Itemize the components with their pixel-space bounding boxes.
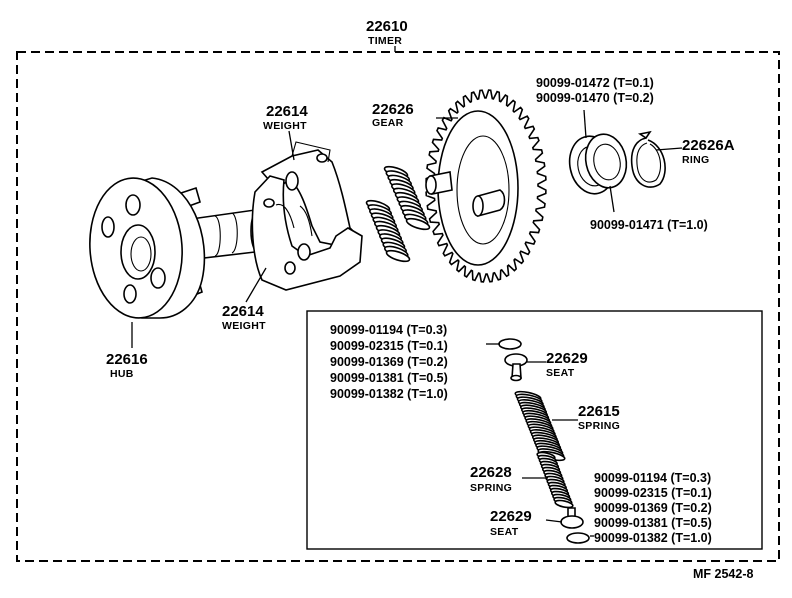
gear-number: 22626 bbox=[372, 101, 414, 118]
shim-single: 90099-01471 (T=1.0) bbox=[590, 218, 708, 232]
weight-top-label: WEIGHT bbox=[263, 120, 307, 132]
gear-label: GEAR bbox=[372, 117, 404, 129]
seat-bottom-part bbox=[560, 507, 584, 529]
weight-part bbox=[251, 141, 363, 291]
hub-label: HUB bbox=[110, 368, 134, 380]
shim-gear-2: 90099-01470 (T=0.2) bbox=[536, 91, 654, 105]
assembly-boundary bbox=[16, 51, 780, 562]
spring-inner-number: 22628 bbox=[470, 464, 512, 481]
shim-left-1: 90099-01194 (T=0.3) bbox=[330, 323, 447, 337]
spring-inner-part bbox=[536, 451, 574, 509]
top-shim-stack bbox=[498, 338, 522, 350]
figure-code: MF 2542-8 bbox=[693, 567, 753, 581]
shim-right-2: 90099-02315 (T=0.1) bbox=[594, 486, 712, 500]
seat-top-label: SEAT bbox=[546, 367, 575, 379]
bottom-shim-stack bbox=[566, 532, 590, 544]
shim-left-3: 90099-01369 (T=0.2) bbox=[330, 355, 448, 369]
shim-left-2: 90099-02315 (T=0.1) bbox=[330, 339, 448, 353]
spring-inner-label: SPRING bbox=[470, 482, 512, 494]
gear-shims bbox=[568, 133, 628, 195]
shim-right-4: 90099-01381 (T=0.5) bbox=[594, 516, 712, 530]
ring-number: 22626A bbox=[682, 137, 735, 154]
hub-number: 22616 bbox=[106, 351, 148, 368]
weight-top-number: 22614 bbox=[266, 103, 308, 120]
shim-right-5: 90099-01382 (T=1.0) bbox=[594, 531, 712, 545]
shim-gear-1: 90099-01472 (T=0.1) bbox=[536, 76, 654, 90]
shim-right-3: 90099-01369 (T=0.2) bbox=[594, 501, 712, 515]
gear-part bbox=[425, 89, 547, 283]
timer-springs bbox=[365, 165, 431, 263]
shim-left-5: 90099-01382 (T=1.0) bbox=[330, 387, 448, 401]
weight-bottom-number: 22614 bbox=[222, 303, 264, 320]
ring-label: RING bbox=[682, 154, 709, 166]
weight-bottom-label: WEIGHT bbox=[222, 320, 266, 332]
spring-outer-label: SPRING bbox=[578, 420, 620, 432]
seat-top-number: 22629 bbox=[546, 350, 588, 367]
seat-bottom-label: SEAT bbox=[490, 526, 519, 538]
hub-part bbox=[89, 177, 266, 319]
assembly-label: TIMER bbox=[368, 35, 402, 47]
valve-group-box bbox=[306, 310, 763, 550]
shim-right-1: 90099-01194 (T=0.3) bbox=[594, 471, 711, 485]
spring-outer-part bbox=[514, 390, 566, 462]
seat-bottom-number: 22629 bbox=[490, 508, 532, 525]
spring-outer-number: 22615 bbox=[578, 403, 620, 420]
seat-top-part bbox=[504, 353, 528, 382]
ring-part bbox=[630, 130, 666, 188]
assembly-number: 22610 bbox=[366, 18, 408, 35]
shim-left-4: 90099-01381 (T=0.5) bbox=[330, 371, 448, 385]
